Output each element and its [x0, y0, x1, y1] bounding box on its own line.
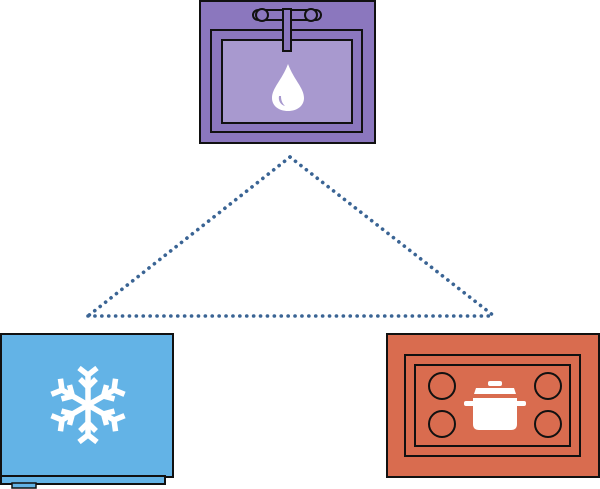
stove-station: [386, 333, 600, 478]
refrigerator-foot: [11, 482, 37, 489]
snowflake-icon: [51, 365, 124, 442]
sink-station: [199, 0, 376, 144]
burner-bottom-left: [428, 410, 456, 438]
burner-top-right: [534, 372, 562, 400]
triangle-left-edge: [86, 155, 292, 318]
cooking-pot-icon: [464, 381, 526, 430]
refrigerator-base: [0, 475, 166, 485]
cooktop-inner: [414, 364, 571, 447]
refrigerator-station: [0, 333, 174, 489]
triangle-right-edge: [288, 155, 496, 318]
work-triangle: [86, 155, 496, 318]
burner-bottom-right: [534, 410, 562, 438]
cooktop-outer: [404, 354, 581, 457]
faucet-icon: [252, 8, 322, 52]
burner-top-left: [428, 372, 456, 400]
water-drop-highlight: [278, 96, 285, 106]
